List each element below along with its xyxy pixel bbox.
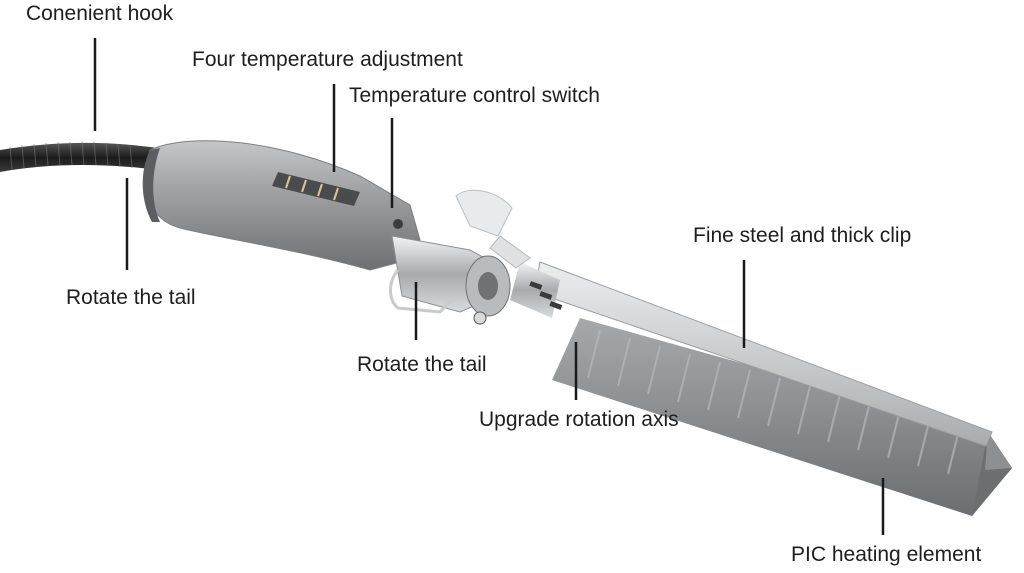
label-rotation-axis: Upgrade rotation axis: [479, 408, 679, 431]
heating-barrel: [552, 318, 1012, 516]
label-heating-element: PIC heating element: [791, 543, 982, 566]
clip-lever: [455, 189, 531, 269]
label-temp-switch: Temperature control switch: [349, 84, 600, 107]
label-rotate-tail-center: Rotate the tail: [357, 353, 487, 376]
handle: [142, 140, 421, 271]
wire-stand-icon: [389, 269, 454, 314]
power-cord: [0, 141, 160, 172]
temperature-switch-icon: [393, 219, 403, 229]
label-rotate-tail-left: Rotate the tail: [66, 286, 196, 309]
leader-lines: [93, 38, 885, 535]
steel-clip: [510, 261, 993, 447]
label-hook: Conenient hook: [26, 2, 174, 25]
label-clip: Fine steel and thick clip: [693, 224, 912, 247]
temperature-adjust-panel: [272, 172, 360, 206]
label-temp-adjust: Four temperature adjustment: [192, 48, 463, 71]
